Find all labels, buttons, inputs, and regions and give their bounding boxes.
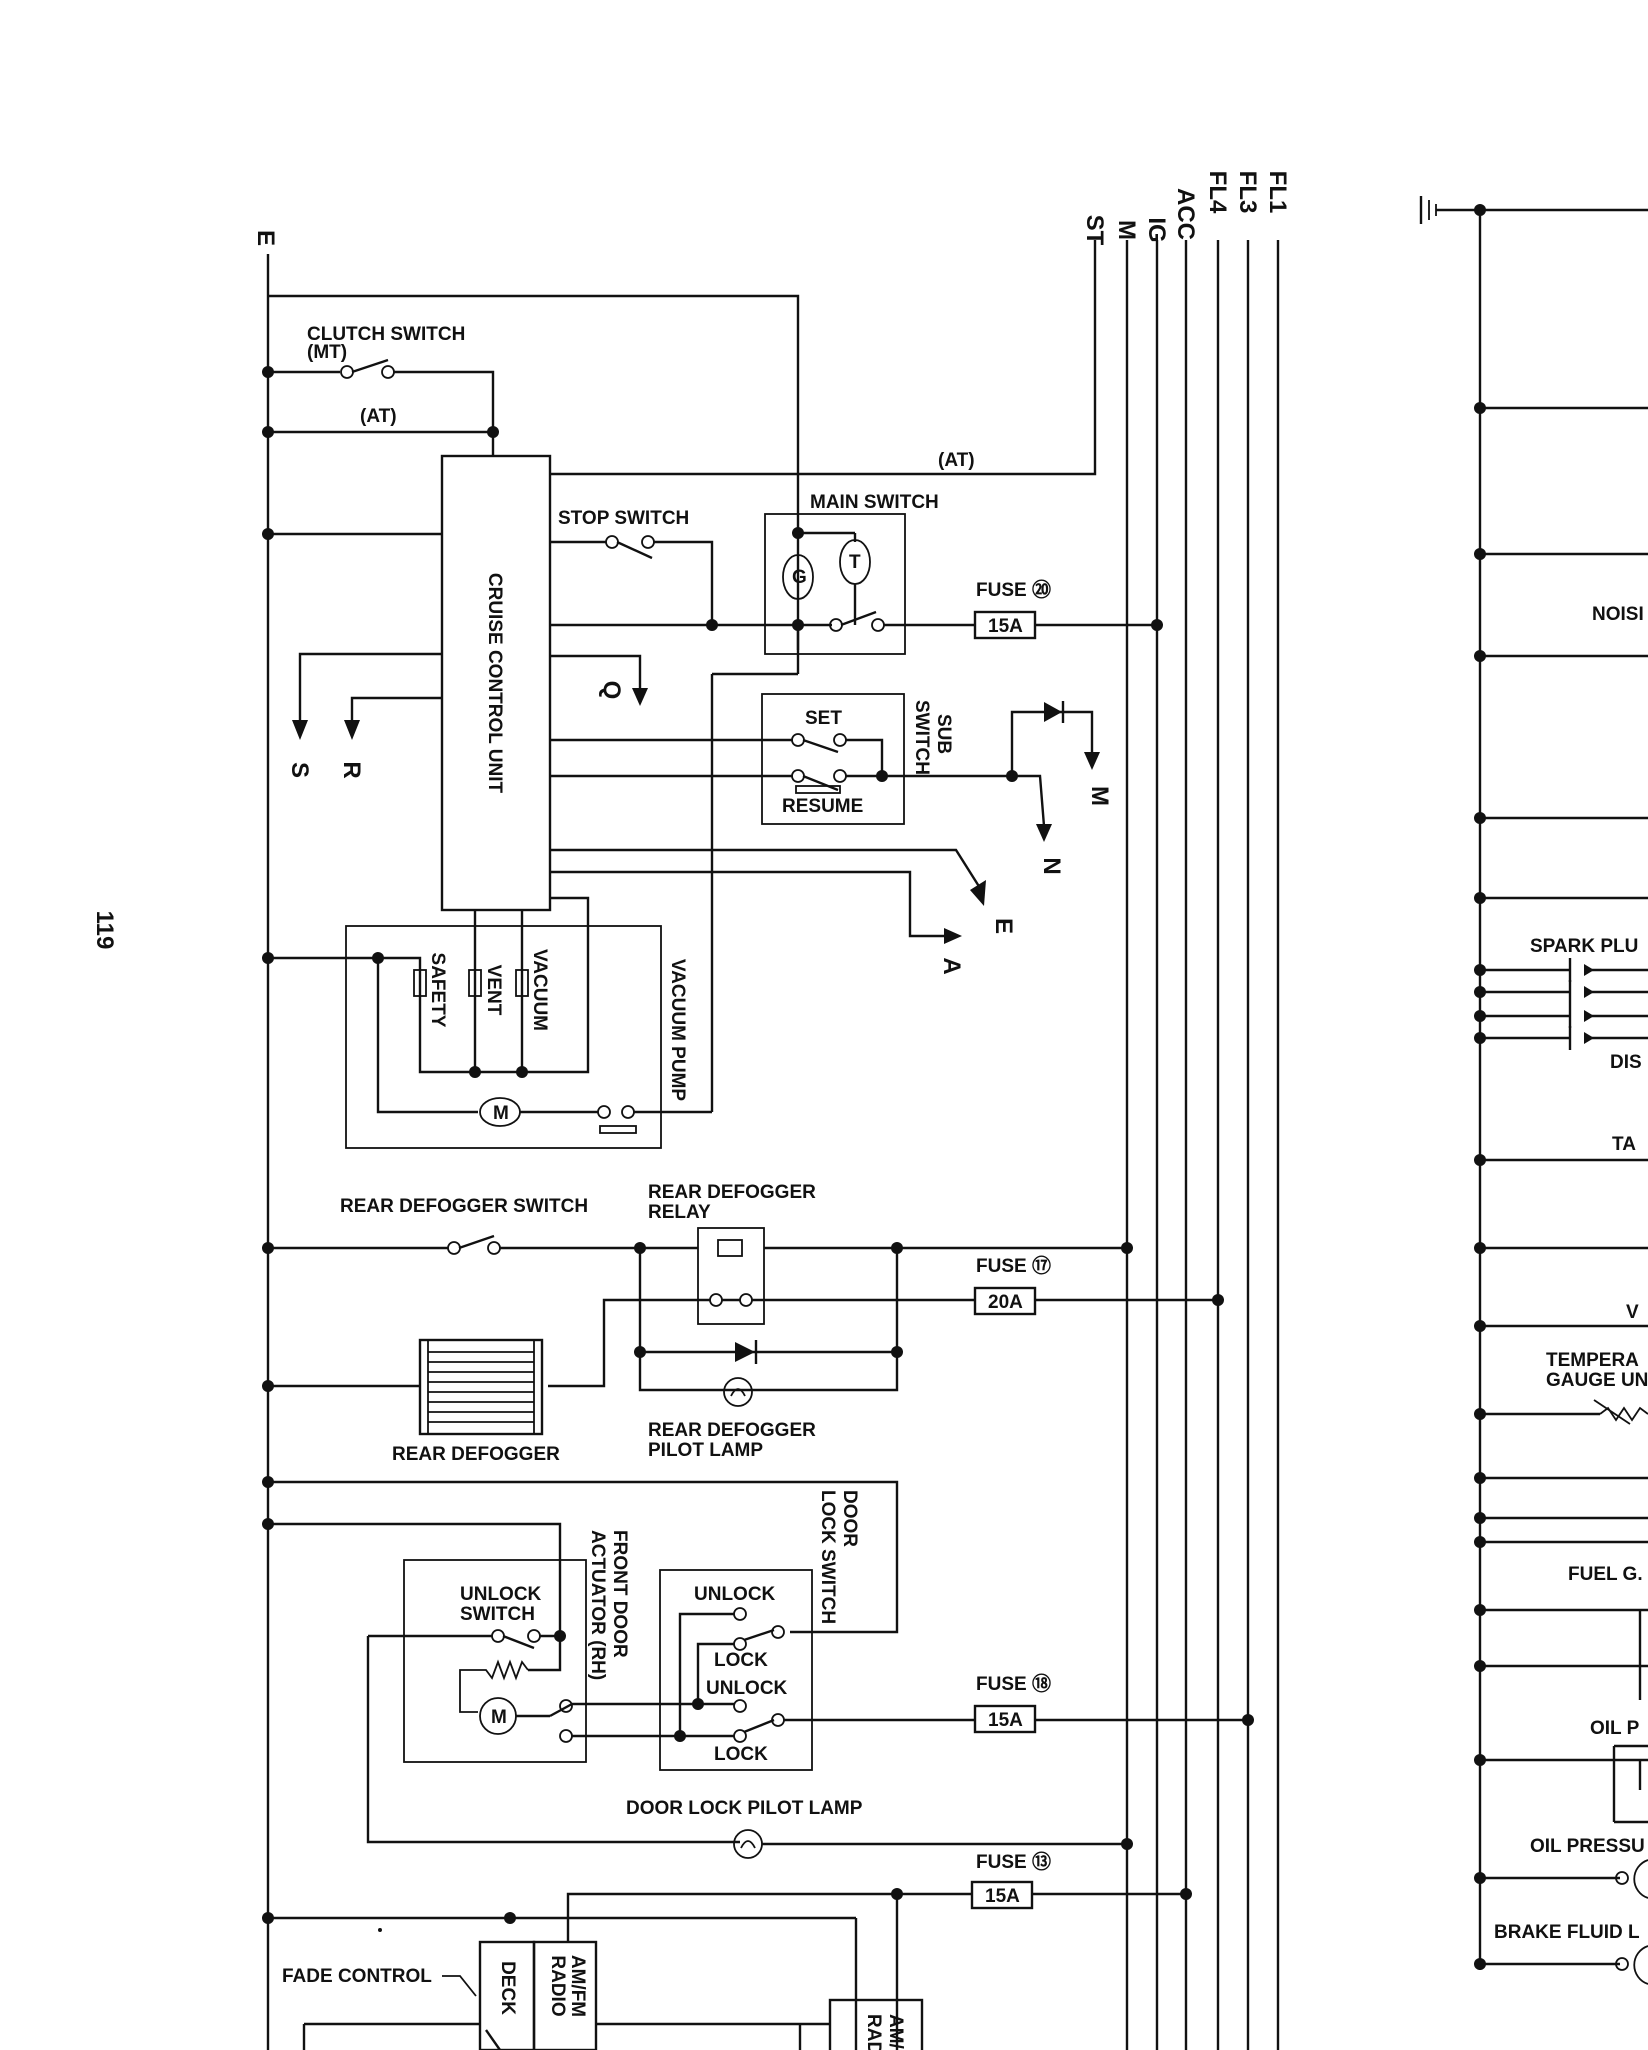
vacuum-label: VACUUM xyxy=(529,949,550,1031)
connector-m: M xyxy=(1086,786,1113,806)
label-fl4: FL4 xyxy=(1204,171,1231,214)
fade-control-label: FADE CONTROL xyxy=(282,1966,432,1987)
resume-label: RESUME xyxy=(782,796,863,817)
door-lock-pilot-lamp-label: DOOR LOCK PILOT LAMP xyxy=(626,1798,863,1819)
main-switch xyxy=(764,513,906,655)
am-fm-radio xyxy=(532,1940,598,2050)
rear-defogger-pilot-label-1: REAR DEFOGGER xyxy=(648,1420,816,1441)
oil-pressure-label: OIL PRESSU xyxy=(1530,1836,1645,1857)
label-ground-e: E xyxy=(252,230,279,246)
rear-defogger-relay-label-2: RELAY xyxy=(648,1202,711,1223)
vacuum-pump-section: VACUUM PUMP SAFETY VENT VACUUM M xyxy=(262,672,798,1149)
am-fm-radio-label-2: RADIO xyxy=(547,1955,568,2016)
fuse-17-rating: 20A xyxy=(988,1292,1023,1313)
vent-label: VENT xyxy=(483,965,504,1016)
fuse-20-rating: 15A xyxy=(988,616,1023,637)
am-radio-partial-label-2: RAD xyxy=(863,2014,884,2050)
door-lock-switch-label-1: DOOR xyxy=(839,1490,860,1547)
cruise-control-unit xyxy=(440,454,552,912)
spark-plugs xyxy=(1474,958,1648,1050)
page-number: 119 xyxy=(91,911,118,950)
vacuum-pump-label: VACUUM PUMP xyxy=(667,959,688,1101)
unlock-a-label: UNLOCK xyxy=(694,1584,776,1605)
label-fl3: FL3 xyxy=(1234,171,1261,214)
am-fm-radio-label-1: AM/FM xyxy=(567,1955,588,2017)
set-label: SET xyxy=(805,708,842,729)
cruise-control-unit-label: CRUISE CONTROL UNIT xyxy=(484,573,505,794)
label-acc: ACC xyxy=(1172,188,1199,240)
rear-defogger-label: REAR DEFOGGER xyxy=(392,1444,560,1465)
cruise-control-section: CLUTCH SWITCH (MT) (AT) CRUISE CONTROL U… xyxy=(262,294,1163,975)
rear-defogger-relay xyxy=(697,1227,765,1325)
unlock-b-label: UNLOCK xyxy=(706,1678,788,1699)
stop-switch-label: STOP SWITCH xyxy=(558,508,689,529)
clutch-mt-label: (MT) xyxy=(307,342,347,363)
fuse-17-label: FUSE ⑰ xyxy=(976,1254,1051,1277)
supply-bus xyxy=(550,240,1280,2050)
am-radio-partial xyxy=(828,1998,924,2050)
front-door-actuator-label-1: FRONT DOOR xyxy=(609,1530,630,1658)
front-door-actuator-label-2: ACTUATOR (RH) xyxy=(587,1530,608,1680)
connector-q: Q xyxy=(598,681,625,700)
sub-switch-label-2: SWITCH xyxy=(911,700,932,775)
main-switch-label: MAIN SWITCH xyxy=(810,492,939,513)
door-lock-switch-label-2: LOCK SWITCH xyxy=(817,1490,838,1624)
lock-a-label: LOCK xyxy=(714,1650,768,1671)
fuse-13-label: FUSE ⑬ xyxy=(976,1850,1051,1873)
svg-text:T: T xyxy=(849,552,861,573)
sub-switch xyxy=(761,693,905,825)
safety-label: SAFETY xyxy=(427,953,448,1028)
label-m: M xyxy=(1113,220,1140,240)
noise-label: NOISI xyxy=(1592,604,1644,625)
lock-b-label: LOCK xyxy=(714,1744,768,1765)
vacuum-motor-symbol: M xyxy=(493,1103,509,1124)
right-panel: NOISI SPARK PLU DIS TA V TEMPERA GAUGE U… xyxy=(1419,196,1648,1985)
fuel-gauge-label: FUEL G. xyxy=(1568,1564,1643,1585)
rear-defogger-pilot-label-2: PILOT LAMP xyxy=(648,1440,763,1461)
label-fl1: FL1 xyxy=(1264,171,1291,214)
connector-a: A xyxy=(938,957,965,974)
fuse-13-rating: 15A xyxy=(985,1886,1020,1907)
fuse-18-rating: 15A xyxy=(988,1710,1023,1731)
door-motor-symbol: M xyxy=(491,1707,507,1728)
rear-defogger-section: REAR DEFOGGER SWITCH REAR DEFOGGER RELAY… xyxy=(262,1182,1224,1465)
front-door-actuator xyxy=(403,1559,587,1763)
connector-n: N xyxy=(1038,857,1065,874)
radio-section: FUSE ⑬ 15A FADE CONTROL DECK AM/FM RADIO… xyxy=(262,1850,1192,2050)
am-radio-partial-label-1: AM/ xyxy=(885,2014,906,2050)
supply-line-labels: FL1 FL3 FL4 ACC IG M ST xyxy=(1081,171,1291,246)
connector-e: E xyxy=(990,918,1017,934)
label-ig: IG xyxy=(1143,217,1170,242)
unlock-switch-label-2: SWITCH xyxy=(460,1604,535,1625)
v-label: V xyxy=(1626,1302,1639,1323)
at-st-label: (AT) xyxy=(938,450,975,471)
rear-defogger xyxy=(418,1338,544,1436)
sub-switch-label-1: SUB xyxy=(933,714,954,754)
door-lock-switch xyxy=(659,1569,813,1771)
temperature-label-2: GAUGE UN xyxy=(1546,1370,1648,1391)
label-st: ST xyxy=(1081,215,1108,246)
brake-fluid-label: BRAKE FLUID L xyxy=(1494,1922,1640,1943)
svg-text:G: G xyxy=(792,567,807,588)
tac-label: TA xyxy=(1612,1134,1636,1155)
dis-label: DIS xyxy=(1610,1052,1642,1073)
rear-defogger-relay-label-1: REAR DEFOGGER xyxy=(648,1182,816,1203)
clutch-switch-label: CLUTCH SWITCH xyxy=(307,324,465,345)
vacuum-pump xyxy=(345,925,662,1149)
fuse-20-label: FUSE ⑳ xyxy=(976,578,1051,601)
connector-s: S xyxy=(286,762,313,778)
rear-defogger-switch-label: REAR DEFOGGER SWITCH xyxy=(340,1196,588,1217)
unlock-switch-label-1: UNLOCK xyxy=(460,1584,542,1605)
temperature-label-1: TEMPERA xyxy=(1546,1350,1639,1371)
oil-p-label: OIL P xyxy=(1590,1718,1640,1739)
door-lock-section: DOOR LOCK SWITCH FRONT DOOR ACTUATOR (RH… xyxy=(262,1476,1254,1859)
fuse-18-label: FUSE ⑱ xyxy=(976,1672,1051,1695)
connector-r: R xyxy=(338,761,365,778)
spark-plug-label: SPARK PLU xyxy=(1530,936,1638,957)
deck-label: DECK xyxy=(497,1961,518,2015)
clutch-at-label: (AT) xyxy=(360,406,397,427)
